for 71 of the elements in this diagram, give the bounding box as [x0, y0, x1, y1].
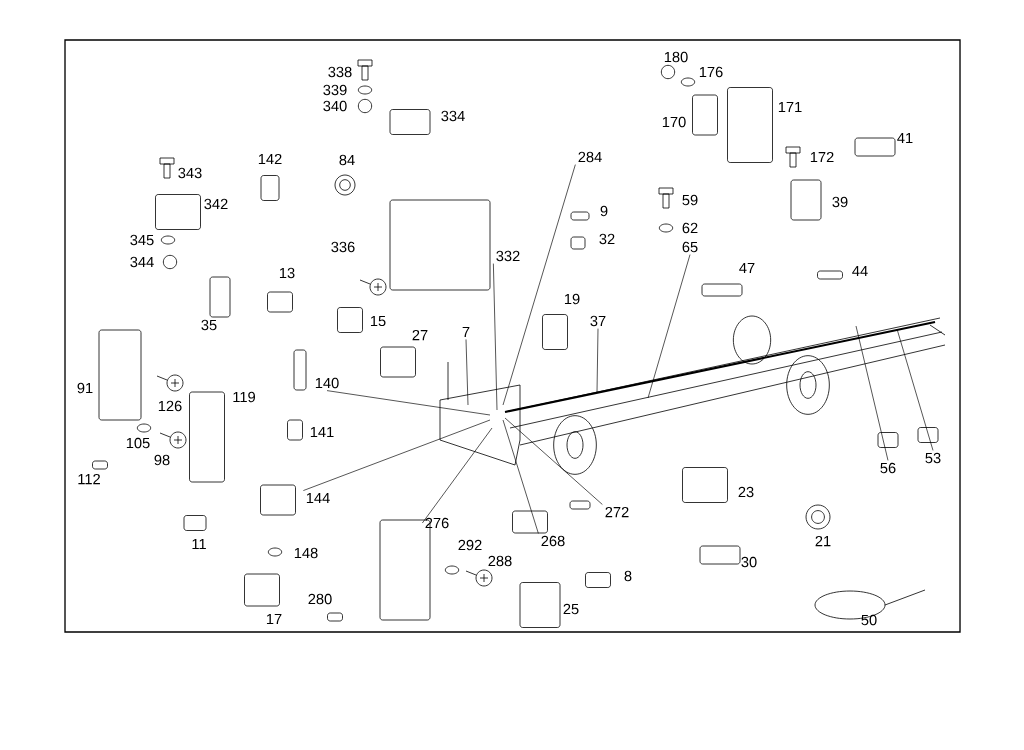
leader-line — [502, 419, 539, 534]
callout-number: 41 — [897, 132, 913, 144]
callout-number: 56 — [880, 462, 896, 474]
callout-number: 336 — [331, 241, 355, 253]
callout-number: 21 — [815, 535, 831, 547]
callout-number: 15 — [370, 315, 386, 327]
callout-number: 27 — [412, 329, 428, 341]
callout-number: 140 — [315, 377, 339, 389]
leader-line — [504, 417, 603, 505]
callout-number: 30 — [741, 556, 757, 568]
callout-number: 112 — [78, 473, 100, 485]
leader-line — [303, 419, 491, 491]
callout-number: 148 — [294, 547, 318, 559]
leader-line — [596, 328, 599, 393]
callout-number: 345 — [130, 234, 154, 246]
callout-number: 37 — [590, 315, 606, 327]
callout-number: 141 — [310, 426, 334, 438]
callout-number: 276 — [425, 517, 449, 529]
callout-number: 342 — [204, 198, 228, 210]
callout-number: 344 — [130, 256, 154, 268]
callout-number: 272 — [605, 506, 629, 518]
callout-number: 288 — [488, 555, 512, 567]
callout-number: 50 — [861, 614, 877, 626]
leader-line — [647, 254, 691, 399]
callout-number: 144 — [306, 492, 330, 504]
callout-number: 119 — [233, 391, 255, 403]
callout-number: 292 — [458, 539, 482, 551]
callout-number: 176 — [699, 66, 723, 78]
callout-number: 84 — [339, 154, 355, 166]
leader-line — [422, 427, 493, 524]
callout-number: 7 — [462, 326, 470, 338]
callout-number: 8 — [624, 570, 632, 582]
callout-number: 268 — [541, 535, 565, 547]
callout-number: 280 — [308, 593, 332, 605]
callout-number: 105 — [126, 437, 150, 449]
callout-number: 23 — [738, 486, 754, 498]
callout-number: 32 — [599, 233, 615, 245]
callout-number: 25 — [563, 603, 579, 615]
callout-number: 59 — [682, 194, 698, 206]
callout-number: 284 — [578, 151, 602, 163]
callout-number: 9 — [600, 205, 608, 217]
leader-line — [493, 263, 498, 411]
callout-number: 17 — [266, 613, 282, 625]
callout-number: 332 — [496, 250, 520, 262]
callout-number: 19 — [564, 293, 580, 305]
leader-line — [326, 390, 491, 416]
callout-number: 171 — [778, 101, 802, 113]
callout-number: 142 — [258, 153, 282, 165]
callout-number: 13 — [279, 267, 295, 279]
callout-number: 39 — [832, 196, 848, 208]
callout-number: 339 — [323, 84, 347, 96]
callout-number: 47 — [739, 262, 755, 274]
callout-number: 180 — [664, 51, 688, 63]
callout-number: 340 — [323, 100, 347, 112]
leader-line — [465, 339, 469, 406]
callout-number: 170 — [662, 116, 686, 128]
callout-number: 338 — [328, 66, 352, 78]
callout-number: 172 — [810, 151, 834, 163]
callout-number: 65 — [682, 241, 698, 253]
callout-number: 11 — [192, 538, 206, 550]
callout-number: 91 — [77, 382, 93, 394]
leader-line — [855, 325, 889, 461]
callout-number: 44 — [852, 265, 868, 277]
callout-number: 343 — [178, 167, 202, 179]
callout-number: 53 — [925, 452, 941, 464]
callout-number: 126 — [158, 400, 182, 412]
callout-number: 35 — [201, 319, 217, 331]
callout-number: 98 — [154, 454, 170, 466]
callout-number: 62 — [682, 222, 698, 234]
callout-number: 334 — [441, 110, 465, 122]
leader-line — [502, 164, 576, 406]
